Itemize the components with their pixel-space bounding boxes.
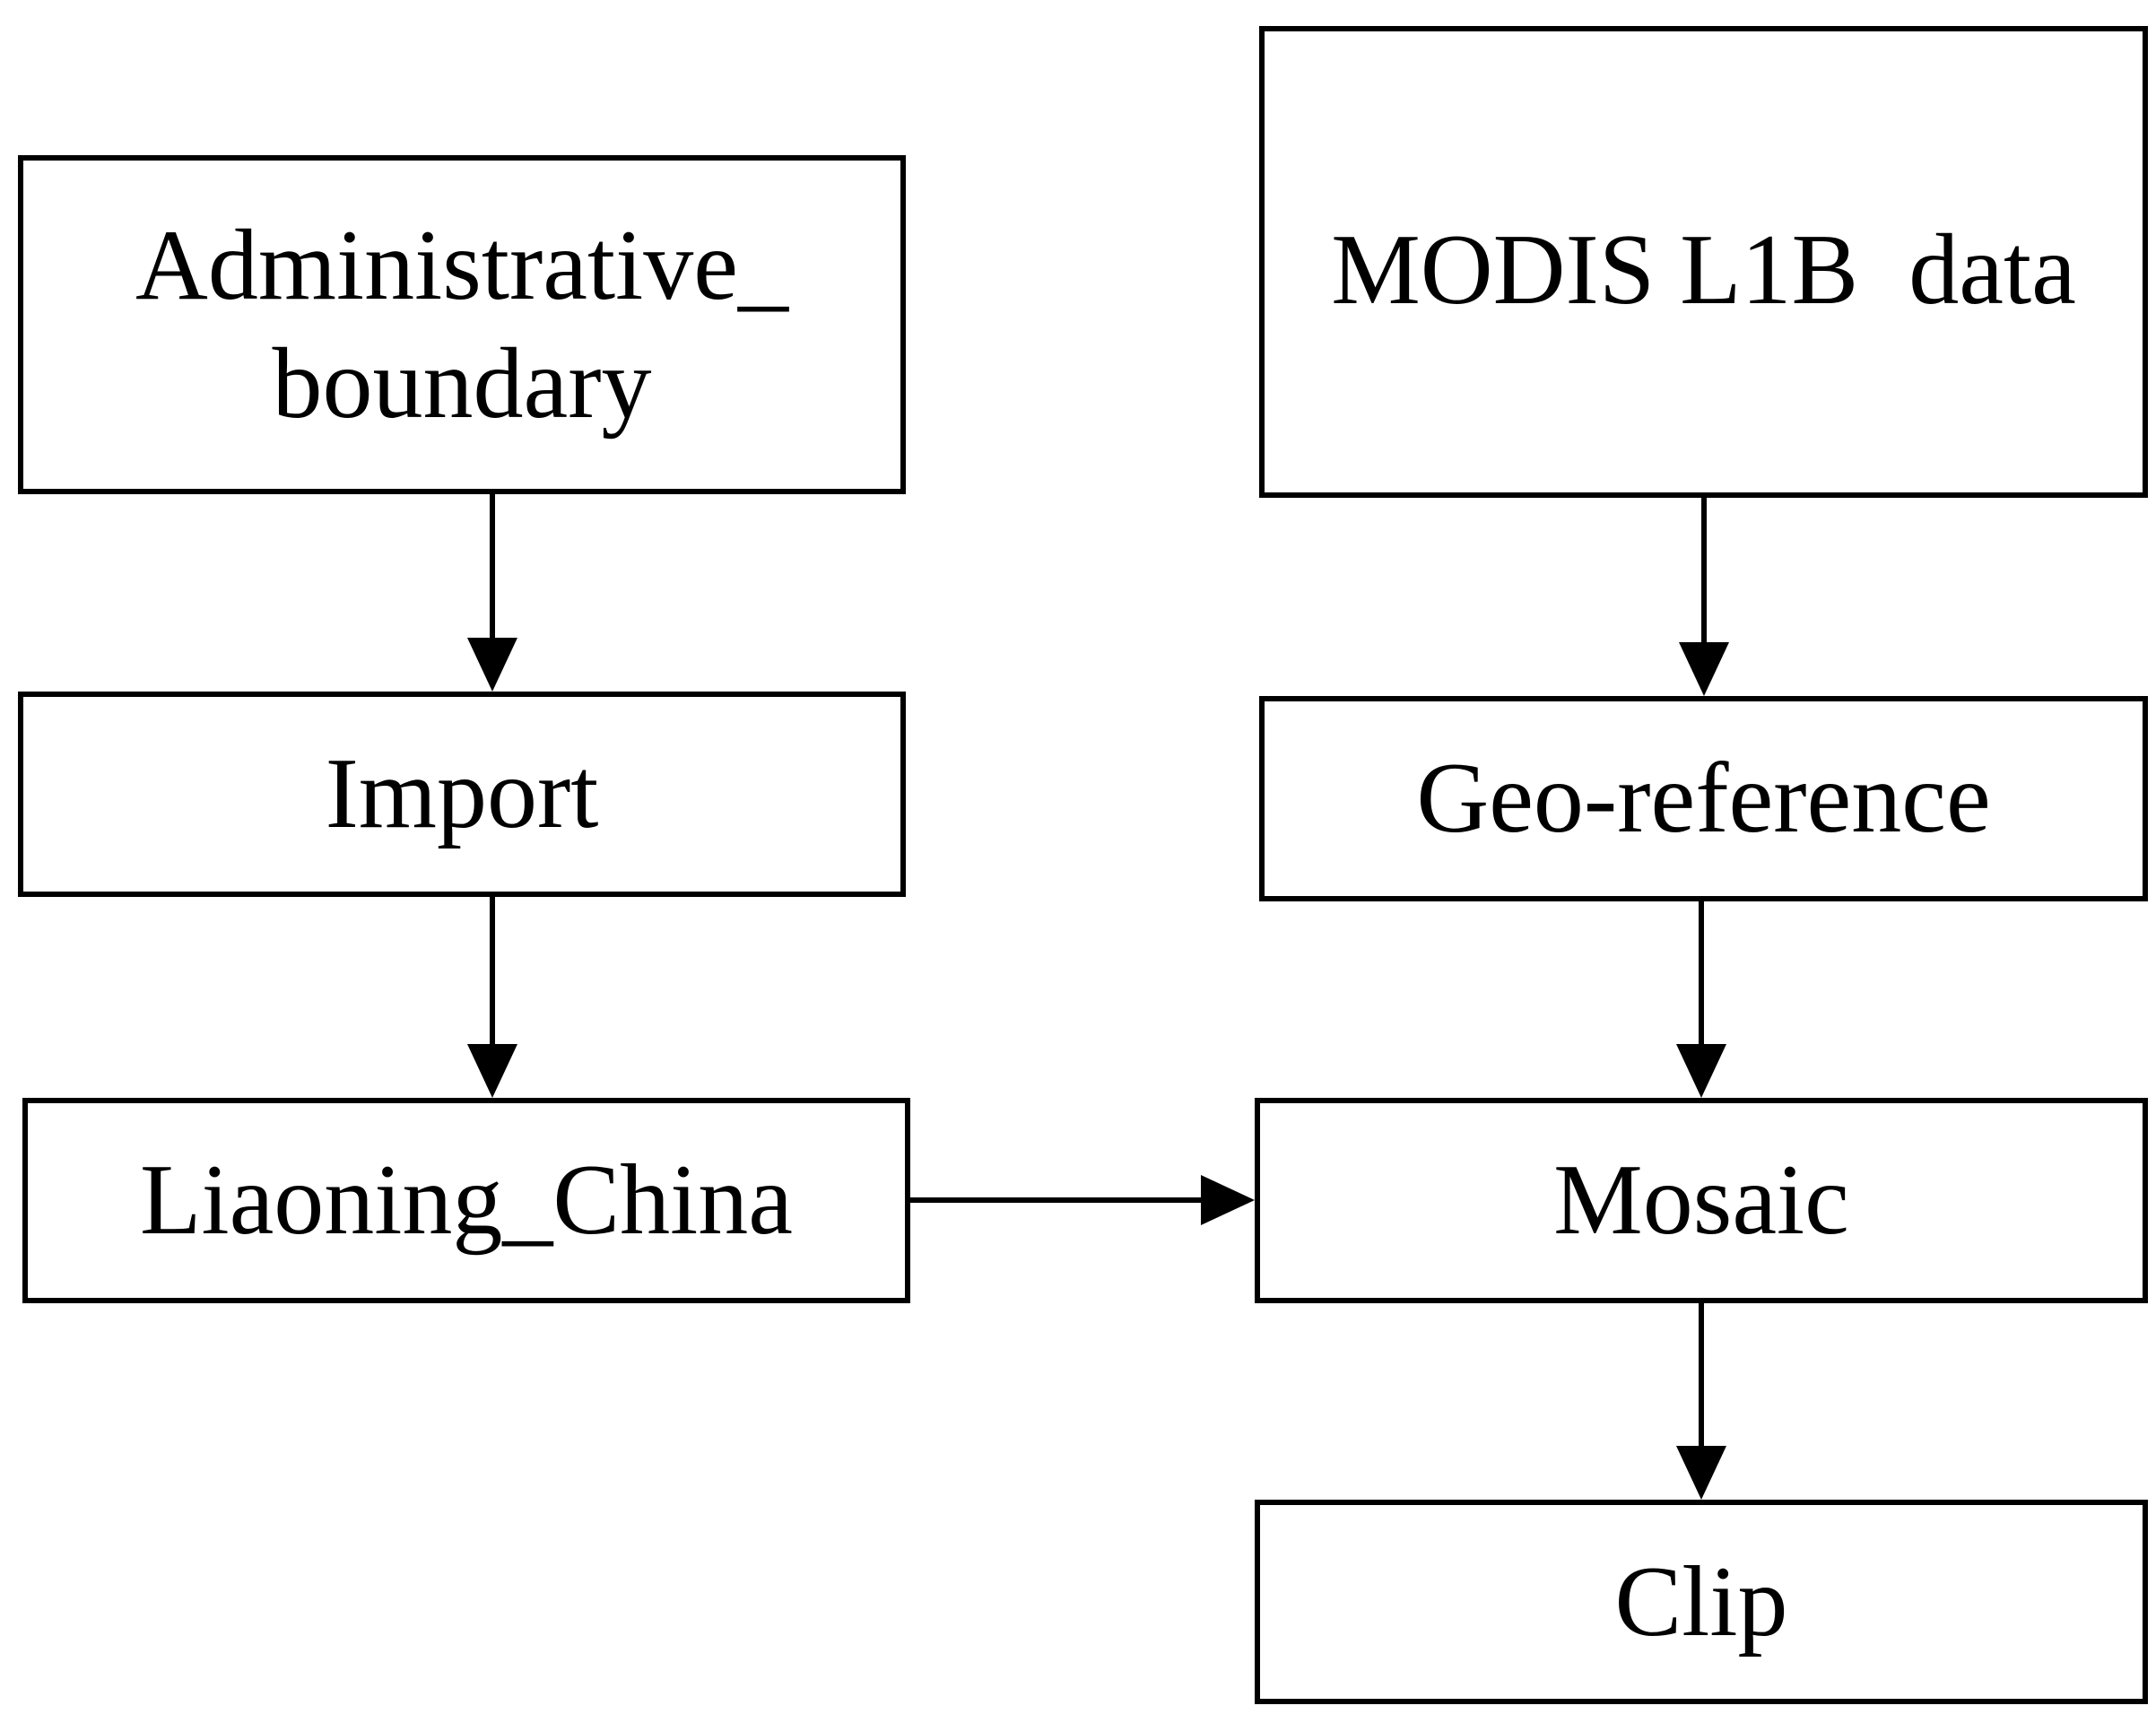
node-liaoning-china: Liaoning_China [22,1098,910,1303]
node-mosaic: Mosaic [1255,1098,2148,1303]
arrow-import-to-liaoning [467,897,517,1098]
node-modis-l1b-data: MODIS L1B data [1259,26,2148,498]
arrow-mosaic-to-clip [1676,1303,1726,1500]
arrow-modis-to-georef [1679,498,1729,696]
node-import: Import [18,692,906,897]
node-geo-reference: Geo-reference [1259,696,2148,901]
arrow-admin-to-import [467,494,517,692]
node-clip: Clip [1255,1500,2148,1704]
arrow-georef-to-mosaic [1676,901,1726,1098]
arrow-liaoning-to-mosaic [899,1175,1255,1225]
node-administrative-boundary: Administrative_ boundary [18,155,906,494]
